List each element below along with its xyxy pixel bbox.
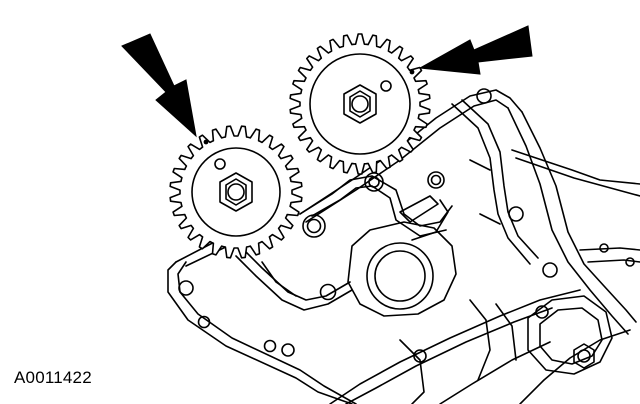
- engine-housing: [167, 89, 640, 404]
- arrow-icon: [121, 33, 197, 138]
- figure-id-label: A0011422: [14, 368, 92, 387]
- right-timing-mark: [409, 69, 415, 75]
- left-camshaft-sprocket: [169, 125, 303, 259]
- housing-bore: [366, 242, 434, 310]
- housing-bolt-holes: [178, 88, 635, 363]
- sprocket-teeth: [169, 125, 303, 259]
- hex-nut-icon: [573, 343, 595, 369]
- left-sprocket-hub: [191, 147, 281, 237]
- left-timing-mark: [203, 139, 209, 145]
- hex-nut-icon: [309, 53, 411, 155]
- arrow-icon: [418, 25, 533, 75]
